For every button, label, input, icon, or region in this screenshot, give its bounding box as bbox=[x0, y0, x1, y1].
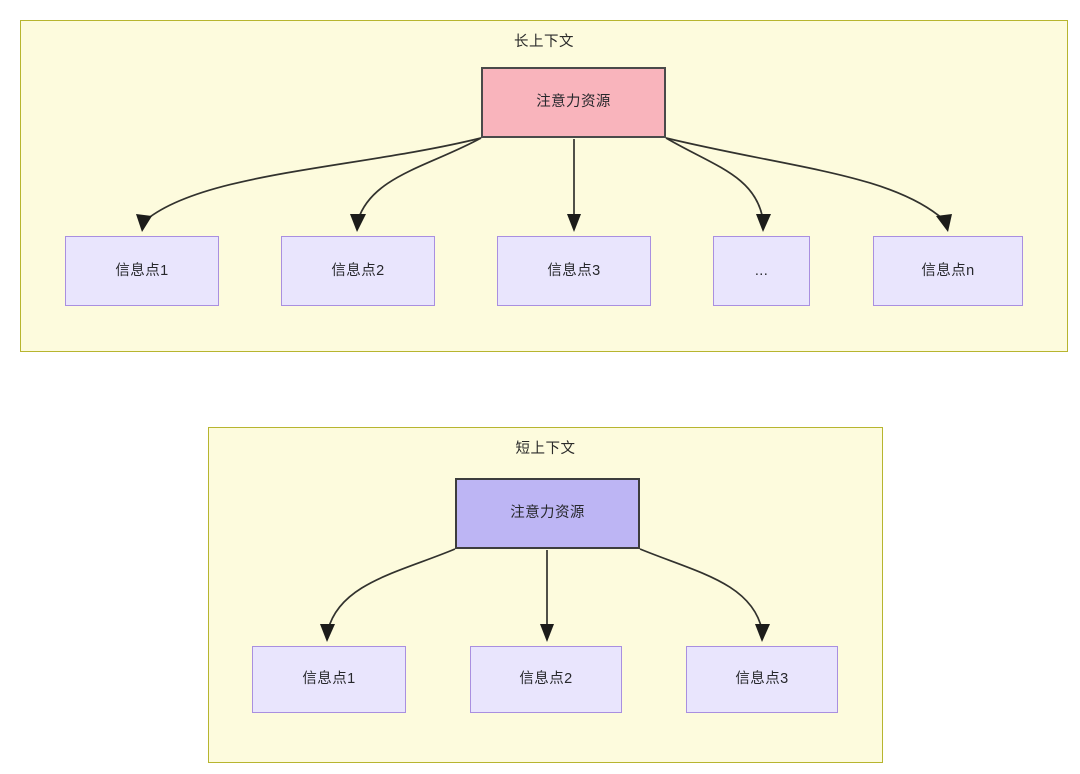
node-label: 信息点3 bbox=[547, 262, 601, 279]
node-info-point-1-short[interactable]: 信息点1 bbox=[252, 646, 406, 713]
node-attention-resource-long[interactable]: 注意力资源 bbox=[481, 67, 666, 138]
node-label: 注意力资源 bbox=[536, 94, 611, 111]
node-label: 信息点n bbox=[921, 262, 975, 279]
node-attention-resource-short[interactable]: 注意力资源 bbox=[455, 478, 640, 549]
node-info-point-1-long[interactable]: 信息点1 bbox=[65, 236, 219, 306]
node-label: 注意力资源 bbox=[510, 505, 585, 522]
node-label: 信息点1 bbox=[302, 671, 356, 688]
node-info-point-n-long[interactable]: 信息点n bbox=[873, 236, 1023, 306]
node-info-point-3-short[interactable]: 信息点3 bbox=[686, 646, 838, 713]
node-info-point-3-long[interactable]: 信息点3 bbox=[497, 236, 651, 306]
node-label: 信息点2 bbox=[331, 262, 385, 279]
node-label: ... bbox=[754, 262, 769, 279]
panel-long-context-title: 长上下文 bbox=[514, 34, 574, 50]
panel-short-context-title: 短上下文 bbox=[515, 441, 576, 457]
node-info-ellipsis-long[interactable]: ... bbox=[713, 236, 810, 306]
node-label: 信息点2 bbox=[519, 671, 573, 688]
node-label: 信息点3 bbox=[735, 671, 789, 688]
node-label: 信息点1 bbox=[115, 262, 169, 279]
node-info-point-2-short[interactable]: 信息点2 bbox=[470, 646, 622, 713]
node-info-point-2-long[interactable]: 信息点2 bbox=[281, 236, 435, 306]
